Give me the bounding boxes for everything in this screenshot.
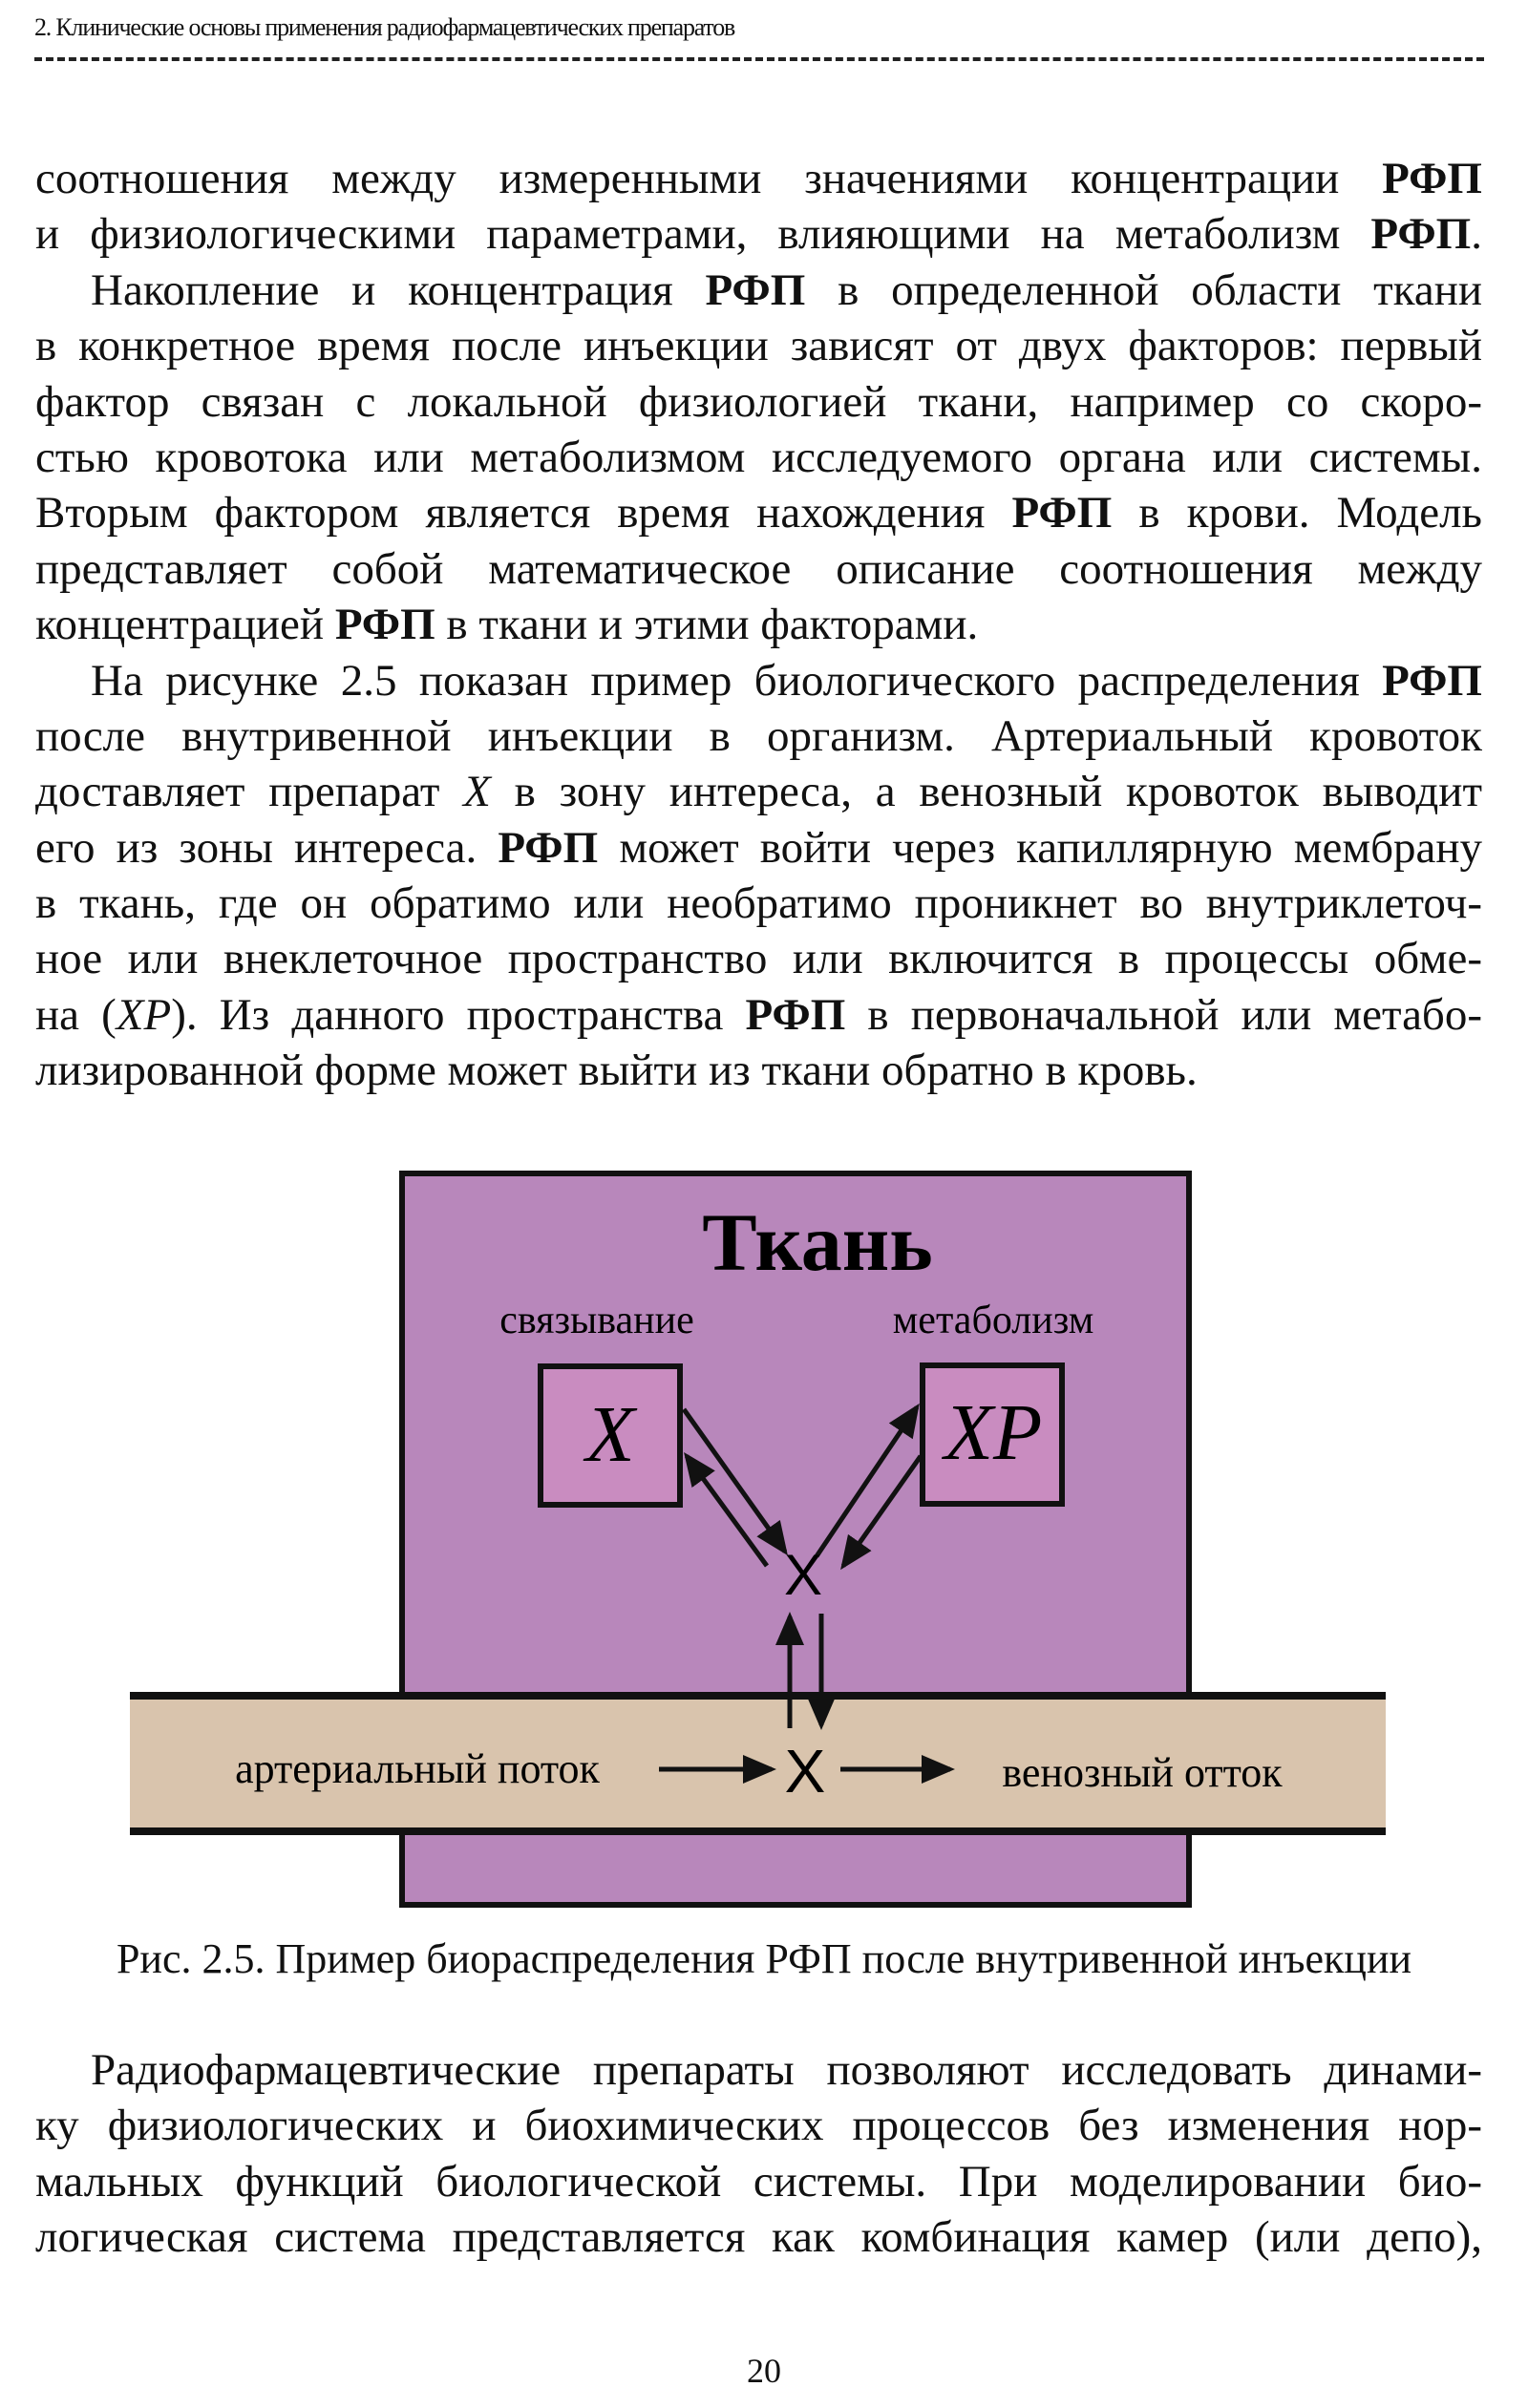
body-text-top: соотношения между измеренными значениями… — [35, 151, 1482, 1099]
venous-outflow-label: венозный отток — [1002, 1749, 1283, 1796]
arterial-flow-label: артериальный поток — [235, 1745, 600, 1792]
tissue-title: Ткань — [702, 1196, 933, 1288]
free-tracer-tissue: X — [784, 1543, 822, 1607]
header-divider — [34, 57, 1484, 61]
text-line: в конкретное время после инъекции завися… — [35, 321, 1482, 371]
binding-label: связывание — [499, 1299, 694, 1342]
text-line: доставляет препарат X в зону интереса, а… — [35, 767, 1482, 817]
metabolite-compartment — [920, 1362, 1065, 1507]
text-line: концентрацией РФП в ткани и этими фактор… — [35, 600, 979, 650]
text-line: представляет собой математическое описан… — [35, 543, 1482, 594]
text-line: его из зоны интереса. РФП может войти че… — [35, 822, 1482, 873]
text-line: в ткань, где он обратимо или необратимо … — [35, 878, 1482, 929]
text-line: ное или внеклеточное пространство или вк… — [35, 934, 1482, 984]
figure-caption: Рис. 2.5. Пример биораспределения РФП по… — [116, 1935, 1412, 1982]
page-number: 20 — [747, 2352, 781, 2390]
text-line: фактор связан с локальной физиологией тк… — [35, 376, 1482, 427]
metabolism-label: метаболизм — [893, 1299, 1094, 1342]
text-line: после внутривенной инъекции в организм. … — [35, 710, 1482, 761]
bound-compartment — [538, 1363, 683, 1508]
text-line: лизированной форме может выйти из ткани … — [35, 1046, 1198, 1096]
running-header: 2. Клинические основы применения радиофа… — [34, 13, 735, 41]
text-line: Накопление и концентрация РФП в определе… — [91, 264, 1483, 315]
free-tracer-blood: X — [785, 1737, 826, 1806]
metabolite-compartment-label: XP — [942, 1388, 1043, 1477]
text-line: стью кровотока или метаболизмом исследуе… — [35, 432, 1482, 482]
text-line: логическая система представляется как ко… — [35, 2212, 1482, 2263]
text-line: и физиологическими параметрами, влияющим… — [35, 209, 1482, 260]
text-line: соотношения между измеренными значениями… — [35, 154, 1482, 203]
exchange-arrows — [659, 1403, 955, 1784]
bound-compartment-label: X — [583, 1390, 638, 1479]
text-line: на (XP). Из данного пространства РФП в п… — [35, 989, 1482, 1040]
figure-2-5-diagram: Ткань связывание метаболизм X XP X X арт… — [130, 1171, 1386, 1908]
text-line: мальных функций биологической системы. П… — [35, 2156, 1482, 2207]
text-line: Вторым фактором является время нахождени… — [35, 488, 1482, 539]
text-line: Радиофармацевтические препараты позволяю… — [91, 2045, 1482, 2095]
body-text-bottom: Радиофармацевтические препараты позволяю… — [35, 2042, 1482, 2266]
text-line: На рисунке 2.5 показан пример биологичес… — [91, 655, 1482, 706]
text-line: ку физиологических и биохимических проце… — [35, 2101, 1482, 2151]
